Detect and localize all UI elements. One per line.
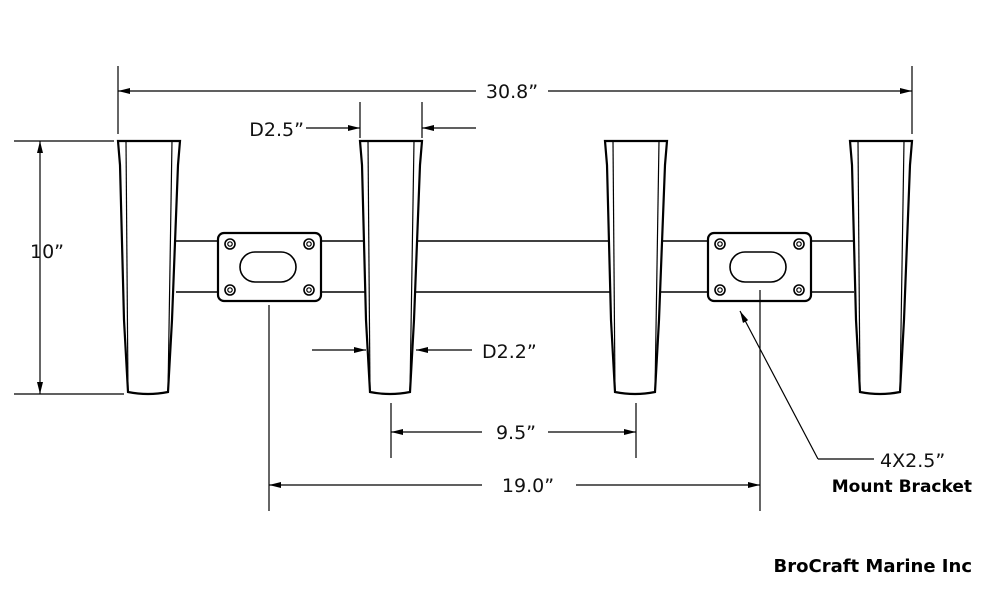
top-diameter-dimension: D2.5ˮ [249, 102, 476, 141]
rod-holder-2 [358, 139, 424, 396]
holder-spacing-label: 9.5ˮ [496, 422, 536, 444]
company-name: BroCraft Marine Inc [774, 556, 972, 577]
rod-holder-4 [848, 139, 914, 396]
bottom-diameter-label: D2.2ˮ [482, 341, 537, 363]
rod-holder-3 [603, 139, 669, 396]
rod-holder-1 [116, 139, 182, 396]
bottom-diameter-dimension: D2.2ˮ [312, 341, 537, 363]
bracket-size-label: 4X2.5ˮ [880, 450, 945, 472]
mount-bracket-left [216, 231, 323, 303]
overall-width-label: 30.8ˮ [486, 81, 538, 103]
bracket-callout: 4X2.5ˮ Mount Bracket [739, 310, 972, 497]
overall-width-dimension: 30.8ˮ [117, 66, 913, 134]
height-dimension: 10ˮ [14, 140, 124, 395]
height-label: 10ˮ [30, 241, 64, 263]
top-diameter-label: D2.5ˮ [249, 119, 304, 141]
bracket-spacing-label: 19.0ˮ [502, 475, 554, 497]
bracket-spacing-dimension: 19.0ˮ [268, 290, 761, 511]
bracket-name-label: Mount Bracket [832, 477, 972, 497]
holder-spacing-dimension: 9.5ˮ [390, 403, 637, 458]
